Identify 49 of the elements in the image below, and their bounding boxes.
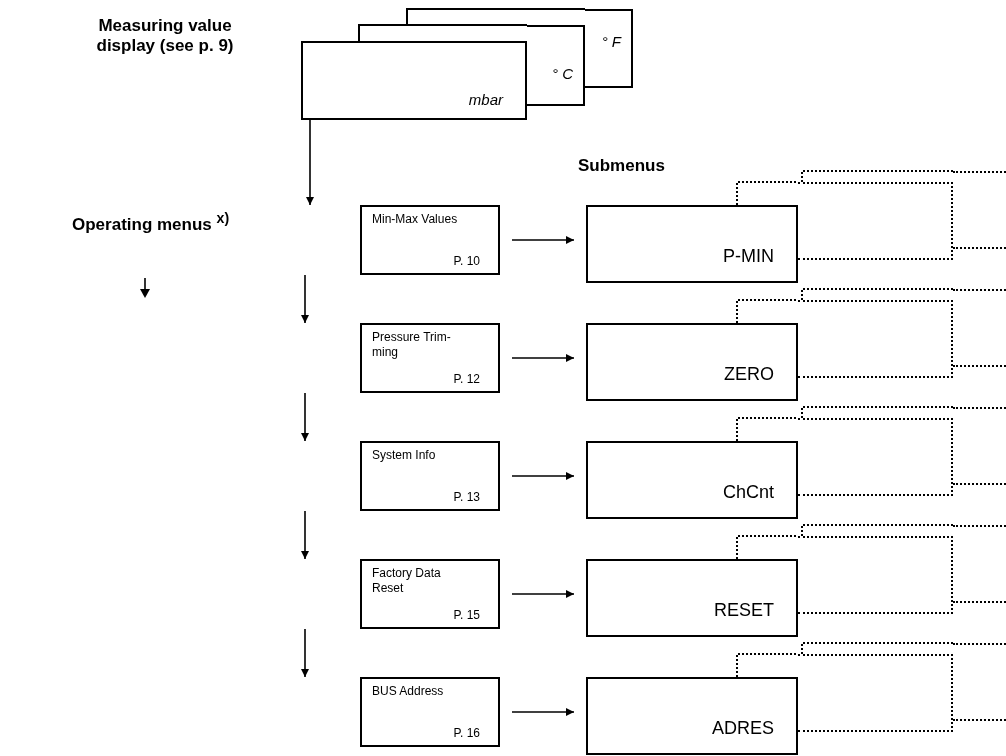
arrow	[301, 510, 309, 560]
column-heading: Submenus	[578, 156, 666, 176]
submenu-code: RESET	[714, 598, 774, 621]
arrow	[511, 590, 575, 598]
submenu-box	[586, 205, 798, 283]
menu-box	[360, 441, 500, 511]
menu-title: Factory Data Reset	[372, 566, 442, 596]
arrow	[301, 392, 309, 442]
stacked-card-outline	[798, 654, 953, 732]
arrow	[511, 354, 575, 362]
submenu-box	[586, 441, 798, 519]
display-box	[301, 41, 527, 120]
stacked-card-outline	[798, 300, 953, 378]
submenu-box	[586, 677, 798, 755]
menu-title: Pressure Trim-ming	[372, 330, 452, 360]
arrow	[301, 274, 309, 324]
page-reference: P. 13	[453, 490, 480, 505]
menu-box	[360, 323, 500, 393]
stacked-card-outline	[798, 418, 953, 496]
submenu-box	[586, 559, 798, 637]
stacked-card-outline	[798, 182, 953, 260]
menu-box	[360, 559, 500, 629]
menu-box	[360, 205, 500, 275]
menu-title: System Info	[372, 448, 437, 463]
arrow	[511, 708, 575, 716]
display-box	[585, 9, 633, 88]
section-heading: Measuring value display (see p. 9)	[95, 16, 235, 56]
page-reference: P. 16	[453, 726, 480, 741]
page-reference: P. 15	[453, 608, 480, 623]
arrow	[511, 236, 575, 244]
stacked-card-outline	[798, 536, 953, 614]
arrow	[301, 628, 309, 678]
menu-box	[360, 677, 500, 747]
section-heading: Operating menus $^{x)}$	[72, 210, 231, 235]
submenu-code: P-MIN	[723, 244, 774, 267]
menu-title: BUS Address	[372, 684, 445, 699]
submenu-code: ChCnt	[722, 480, 774, 503]
arrow	[306, 119, 314, 206]
unit-label: ° C	[552, 65, 573, 84]
display-box	[527, 25, 585, 106]
submenu-code: ZERO	[724, 362, 774, 385]
unit-label: ° F	[601, 33, 621, 52]
page-reference: P. 10	[453, 254, 480, 269]
arrow	[511, 472, 575, 480]
menu-title: Min-Max Values	[372, 212, 458, 227]
submenu-code: ADRES	[712, 716, 774, 739]
unit-label: mbar	[468, 91, 503, 110]
submenu-box	[586, 323, 798, 401]
page-reference: P. 12	[453, 372, 480, 387]
